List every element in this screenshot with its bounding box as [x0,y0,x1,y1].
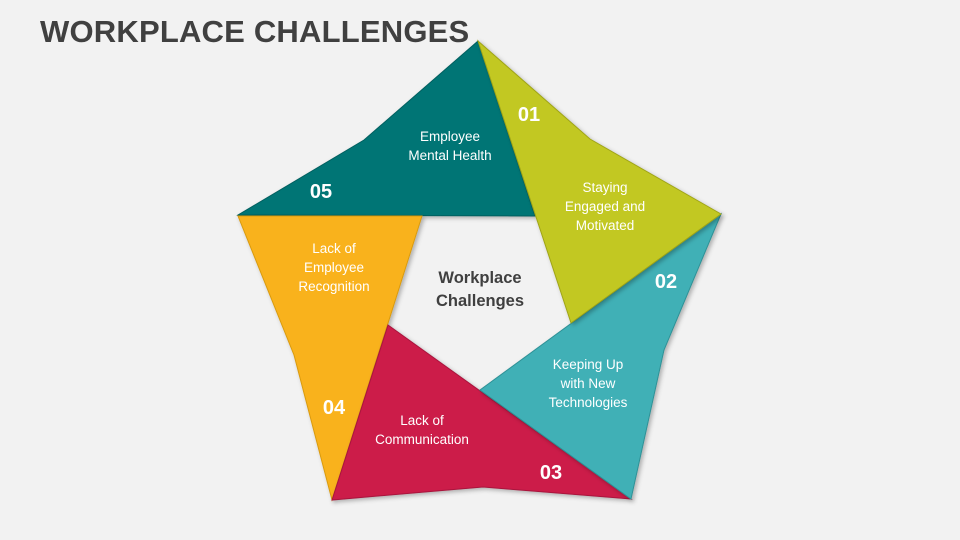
segment-04-label-line: Recognition [298,279,370,294]
segment-01-label-line: Staying [582,180,628,195]
segment-02-label: Keeping Up with New Technologies [549,355,628,412]
segment-02-shape [479,212,723,500]
segment-01-label: Staying Engaged and Motivated [565,178,645,235]
segment-01-label-line: Motivated [575,218,635,233]
center-label: Workplace Challenges [436,267,524,313]
segment-04-label: Lack of Employee Recognition [298,239,369,296]
center-label-line2: Challenges [435,292,525,310]
segment-03-label-line: Communication [375,432,469,447]
segment-04-number: 04 [322,397,346,419]
segment-05-label-line: Employee [419,129,481,144]
segment-02-label-line: with New [560,376,616,391]
segment-03-label: Lack of Communication [375,411,469,449]
segment-02-label-line: Keeping Up [552,357,624,372]
segment-05-label-line: Mental Health [408,148,492,163]
segment-01-shape [476,39,722,324]
segment-02-label-line: Technologies [548,395,628,410]
center-label-line1: Workplace [438,269,522,287]
segment-01-number: 01 [517,104,541,126]
segment-03-number: 03 [539,462,563,484]
segment-04-label-line: Employee [303,260,365,275]
segment-04-label-line: Lack of [312,241,356,256]
segment-02-number: 02 [654,271,678,293]
slide-title: WORKPLACE CHALLENGES [40,14,470,49]
segment-05-label: Employee Mental Health [408,127,491,165]
segment-03-label-line: Lack of [400,413,444,428]
segment-01-label-line: Engaged and [564,199,646,214]
segment-05-number: 05 [309,181,333,203]
